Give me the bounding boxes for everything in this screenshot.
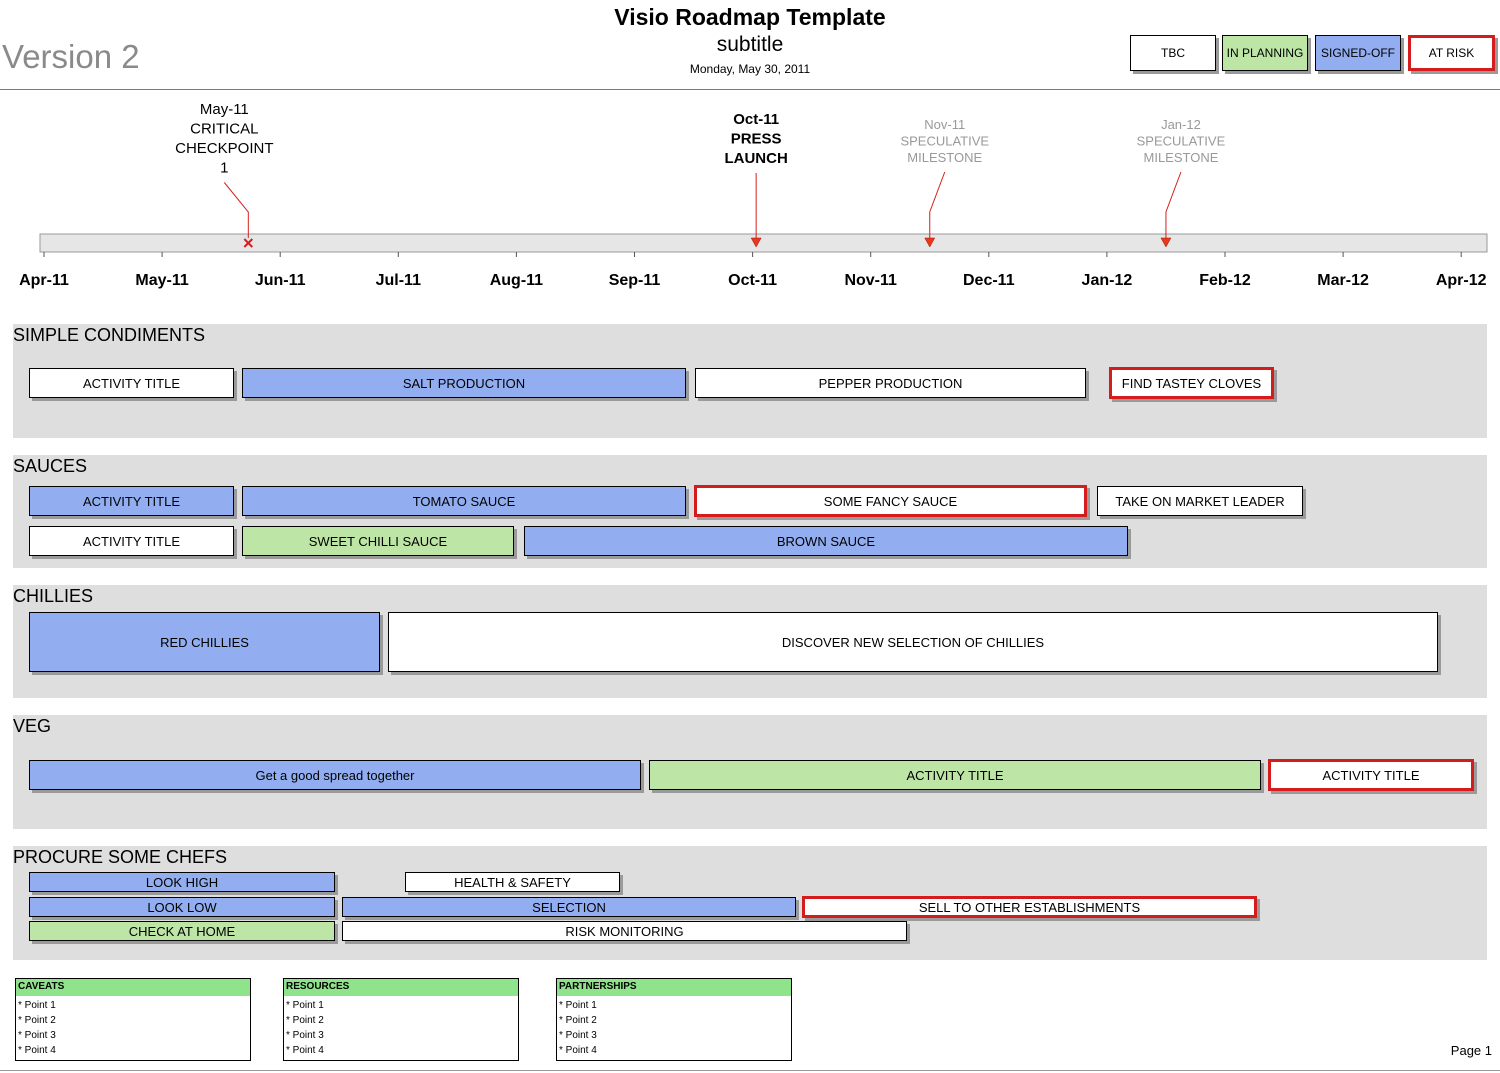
activity-bar[interactable]: RISK MONITORING: [342, 921, 907, 941]
activity-bar[interactable]: LOOK LOW: [29, 897, 335, 917]
note-item: * Point 3: [18, 1030, 56, 1041]
note-item: * Point 4: [18, 1045, 56, 1056]
section-title: SIMPLE CONDIMENTS: [13, 325, 206, 345]
month-label: Aug-11: [490, 272, 543, 289]
legend-signed-off: SIGNED-OFF: [1315, 35, 1401, 71]
section-title: VEG: [13, 716, 52, 736]
note-item: * Point 2: [18, 1015, 56, 1026]
note-item: * Point 4: [286, 1045, 324, 1056]
x-icon: [243, 238, 254, 248]
timeline-bar: [39, 233, 1488, 253]
activity-bar[interactable]: PEPPER PRODUCTION: [695, 368, 1086, 398]
milestone-label: CRITICAL: [190, 121, 258, 138]
version-label: Version 2: [2, 38, 140, 75]
legend-at-risk: AT RISK: [1408, 35, 1495, 71]
activity-bar[interactable]: LOOK HIGH: [29, 872, 335, 892]
note-title: CAVEATS: [16, 979, 250, 996]
triangle-icon: [1160, 237, 1172, 248]
activity-bar[interactable]: SWEET CHILLI SAUCE: [242, 526, 514, 556]
note-title: RESOURCES: [284, 979, 518, 996]
resources-box: RESOURCES * Point 1 * Point 2 * Point 3 …: [283, 978, 519, 1061]
activity-bar[interactable]: RED CHILLIES: [29, 612, 380, 672]
activity-bar[interactable]: TAKE ON MARKET LEADER: [1097, 486, 1303, 516]
milestone-label: CHECKPOINT: [175, 140, 273, 157]
note-item: * Point 1: [18, 1000, 56, 1011]
activity-bar[interactable]: SELECTION: [342, 897, 796, 917]
note-title: PARTNERSHIPS: [557, 979, 791, 996]
milestone-label: Nov-11: [924, 117, 965, 132]
activity-bar[interactable]: FIND TASTEY CLOVES: [1109, 367, 1274, 399]
milestone-label: SPECULATIVE: [900, 134, 989, 149]
triangle-icon: [750, 237, 762, 248]
activity-bar[interactable]: DISCOVER NEW SELECTION OF CHILLIES: [388, 612, 1438, 672]
month-label: Jul-11: [376, 272, 421, 289]
note-item: * Point 2: [559, 1015, 597, 1026]
activity-bar[interactable]: HEALTH & SAFETY: [405, 872, 620, 892]
page-subtitle: subtitle: [716, 33, 784, 56]
milestone-label: Oct-11: [733, 111, 779, 128]
note-item: * Point 3: [286, 1030, 324, 1041]
section-chillies: CHILLIES RED CHILLIES DISCOVER NEW SELEC…: [13, 585, 1487, 698]
milestone-leader: [223, 182, 249, 238]
note-item: * Point 1: [286, 1000, 324, 1011]
section-procure-some-chefs: PROCURE SOME CHEFS LOOK HIGH HEALTH & SA…: [13, 846, 1487, 960]
month-label: Oct-11: [728, 272, 777, 289]
header-divider: [0, 89, 1500, 90]
note-item: * Point 2: [286, 1015, 324, 1026]
activity-bar[interactable]: SOME FANCY SAUCE: [694, 485, 1087, 517]
milestone-leader: [1165, 171, 1182, 238]
milestone-label: LAUNCH: [724, 150, 787, 167]
month-label: May-11: [135, 272, 188, 289]
legend-in-planning: IN PLANNING: [1222, 35, 1308, 71]
month-label: Dec-11: [963, 272, 1015, 289]
activity-bar[interactable]: CHECK AT HOME: [29, 921, 335, 941]
section-title: CHILLIES: [13, 586, 94, 606]
activity-bar[interactable]: ACTIVITY TITLE: [1268, 759, 1474, 791]
milestone-label: SPECULATIVE: [1137, 134, 1226, 149]
month-label: Apr-12: [1436, 272, 1487, 289]
activity-bar[interactable]: ACTIVITY TITLE: [29, 368, 234, 398]
caveats-box: CAVEATS * Point 1 * Point 2 * Point 3 * …: [15, 978, 251, 1061]
triangle-icon: [924, 237, 936, 248]
note-item: * Point 4: [559, 1045, 597, 1056]
section-simple-condiments: SIMPLE CONDIMENTS ACTIVITY TITLE SALT PR…: [13, 324, 1487, 438]
month-label: Feb-12: [1199, 272, 1251, 289]
section-title: SAUCES: [13, 456, 88, 476]
milestone-label: PRESS: [731, 131, 782, 148]
milestone-leader: [929, 171, 946, 238]
activity-bar[interactable]: SELL TO OTHER ESTABLISHMENTS: [802, 896, 1257, 918]
milestone-label: 1: [220, 160, 228, 177]
partnerships-box: PARTNERSHIPS * Point 1 * Point 2 * Point…: [556, 978, 792, 1061]
month-label: Jun-11: [255, 272, 306, 289]
note-item: * Point 1: [559, 1000, 597, 1011]
milestone-label: MILESTONE: [907, 150, 982, 165]
month-label: Mar-12: [1317, 272, 1369, 289]
milestone-label: May-11: [200, 101, 249, 118]
activity-bar[interactable]: SALT PRODUCTION: [242, 368, 686, 398]
activity-bar[interactable]: ACTIVITY TITLE: [29, 526, 234, 556]
milestone-label: MILESTONE: [1144, 150, 1219, 165]
month-label: Jan-12: [1082, 272, 1133, 289]
page-number: Page 1: [1450, 1043, 1492, 1058]
section-title: PROCURE SOME CHEFS: [13, 847, 228, 867]
activity-bar[interactable]: Get a good spread together: [29, 760, 641, 790]
legend-tbc: TBC: [1130, 35, 1216, 71]
activity-bar[interactable]: BROWN SAUCE: [524, 526, 1128, 556]
footer-divider: [0, 1070, 1500, 1071]
activity-bar[interactable]: ACTIVITY TITLE: [29, 486, 234, 516]
page-title: Visio Roadmap Template: [614, 4, 886, 30]
page-date: Monday, May 30, 2011: [689, 62, 811, 76]
activity-bar[interactable]: TOMATO SAUCE: [242, 486, 686, 516]
month-label: Apr-11: [19, 272, 69, 289]
section-veg: VEG Get a good spread together ACTIVITY …: [13, 715, 1487, 829]
month-label: Sep-11: [609, 272, 661, 289]
activity-bar[interactable]: ACTIVITY TITLE: [649, 760, 1261, 790]
section-sauces: SAUCES ACTIVITY TITLE TOMATO SAUCE SOME …: [13, 455, 1487, 568]
milestone-label: Jan-12: [1161, 117, 1201, 132]
note-item: * Point 3: [559, 1030, 597, 1041]
month-label: Nov-11: [844, 272, 897, 289]
